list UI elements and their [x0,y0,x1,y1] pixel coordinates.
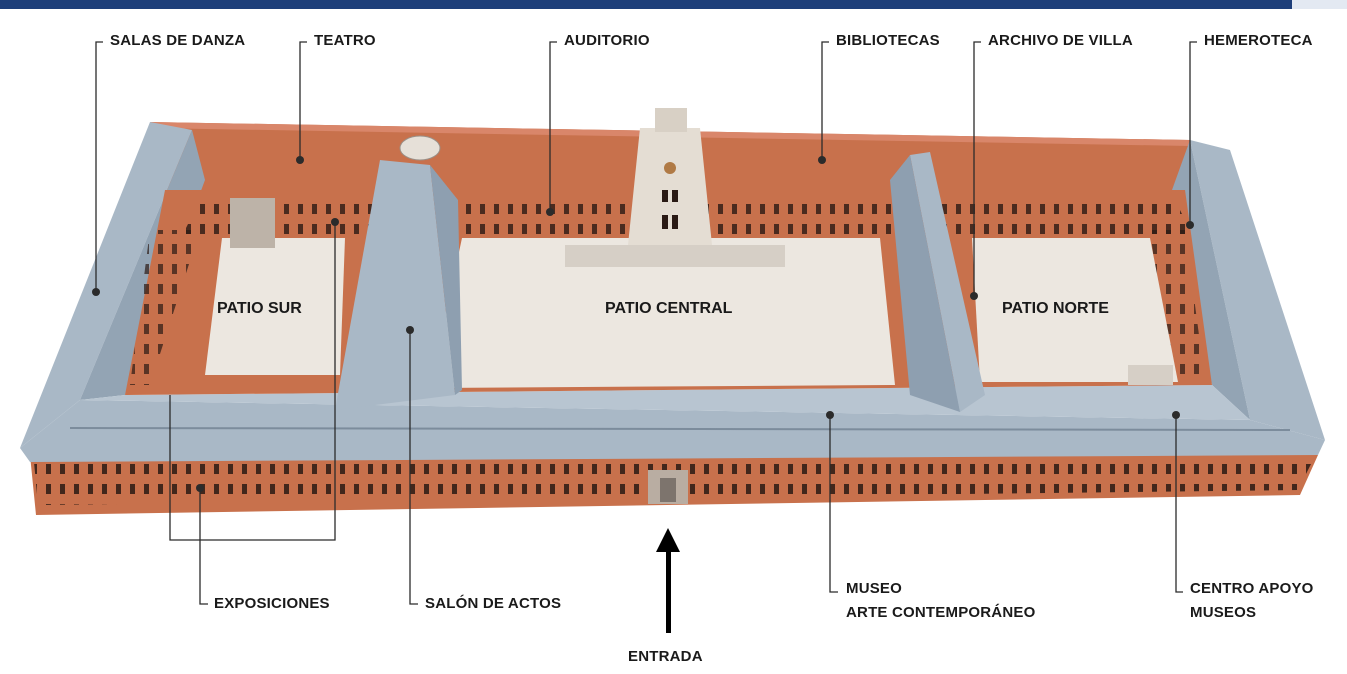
label-patio-norte: PATIO NORTE [1002,300,1109,317]
label-patio-central: PATIO CENTRAL [605,300,733,317]
label-hemeroteca: HEMEROTECA [1204,32,1313,49]
leader-dots [92,156,1194,492]
label-auditorio: AUDITORIO [564,32,650,49]
patio-norte-floor [972,238,1178,382]
roof-front [20,400,1325,462]
label-centro-line1: CENTRO APOYO [1190,580,1314,597]
top-banner-end [1292,0,1347,9]
roof-left-wing [20,122,192,448]
patio-central-floor [430,238,895,388]
patio-sur-floor [205,238,345,375]
central-tower [628,128,712,245]
label-archivo-villa: ARCHIVO DE VILLA [988,32,1133,49]
label-entrada: ENTRADA [628,648,703,665]
label-bibliotecas: BIBLIOTECAS [836,32,940,49]
leader-lines [95,41,1197,605]
roof-right-wing [1190,140,1325,440]
label-centro-line2: MUSEOS [1190,604,1257,621]
label-museo-line1: MUSEO [846,580,903,597]
roof-salon-actos [335,160,455,410]
label-patio-sur: PATIO SUR [217,300,302,317]
label-salon-actos: SALÓN DE ACTOS [425,595,562,612]
label-museo-line2: ARTE CONTEMPORÁNEO [846,604,1036,621]
label-teatro: TEATRO [314,32,376,49]
label-salas-danza: SALAS DE DANZA [110,32,246,49]
roof-archivo-villa [910,152,985,412]
teatro-rotunda [399,135,441,161]
label-exposiciones: EXPOSICIONES [214,595,330,612]
entrance-arrow [656,528,680,633]
top-banner-bar [0,0,1292,9]
